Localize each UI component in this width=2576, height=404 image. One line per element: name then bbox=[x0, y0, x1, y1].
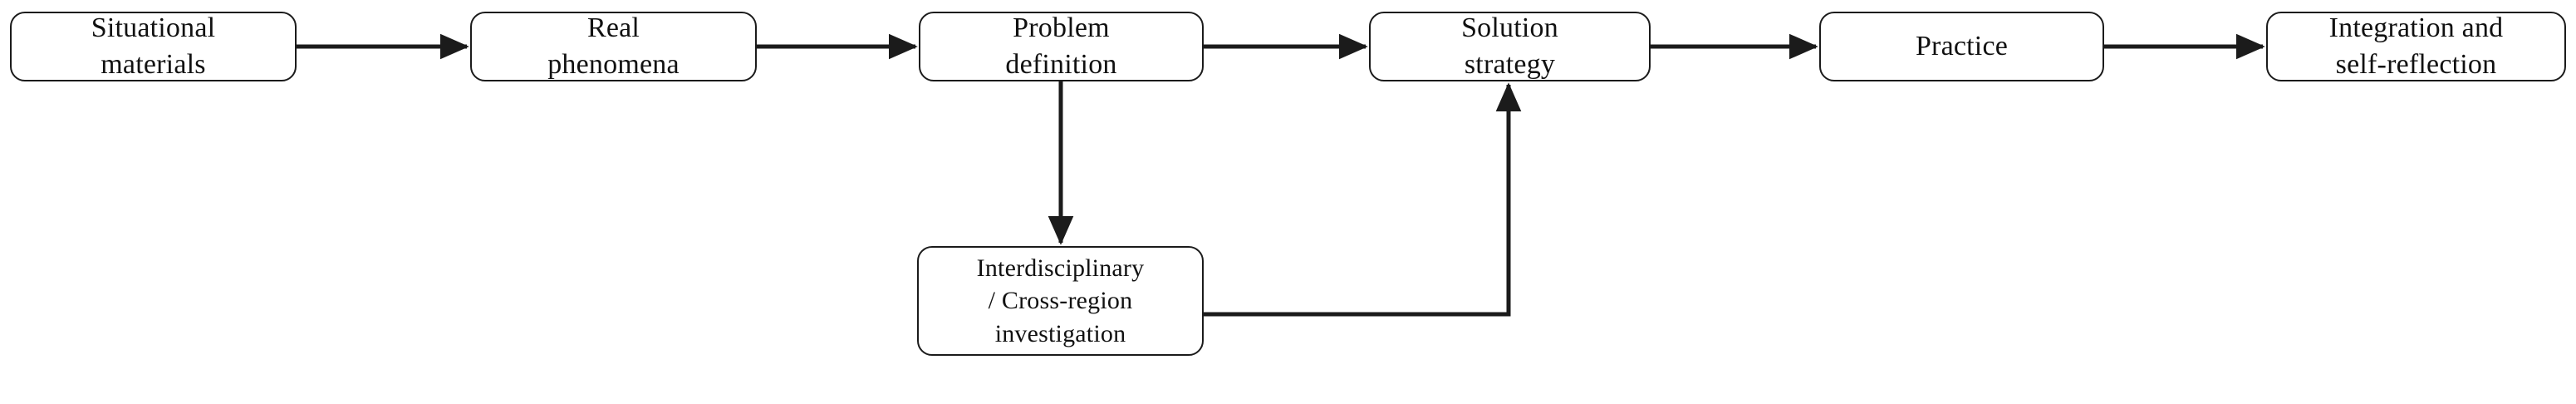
node-label-practice: Practice bbox=[1915, 30, 2009, 62]
node-label-integration-self-reflection: Integration and self-reflection bbox=[2328, 12, 2504, 80]
node-label-problem-definition: Problem definition bbox=[1005, 12, 1117, 80]
node-label-real-phenomena: Real phenomena bbox=[547, 12, 680, 80]
node-practice[interactable]: Practice bbox=[1819, 12, 2104, 81]
node-label-solution-strategy: Solution strategy bbox=[1461, 12, 1558, 80]
node-solution-strategy[interactable]: Solution strategy bbox=[1369, 12, 1651, 81]
connector-interdisciplinary-to-solution bbox=[1204, 82, 1522, 317]
node-integration-self-reflection[interactable]: Integration and self-reflection bbox=[2266, 12, 2566, 81]
node-real-phenomena[interactable]: Real phenomena bbox=[470, 12, 757, 81]
node-situational-materials[interactable]: Situational materials bbox=[10, 12, 297, 81]
node-label-interdisciplinary-investigation: Interdisciplinary / Cross-region investi… bbox=[976, 254, 1145, 347]
node-label-situational-materials: Situational materials bbox=[91, 12, 216, 80]
node-interdisciplinary-investigation[interactable]: Interdisciplinary / Cross-region investi… bbox=[917, 246, 1204, 356]
node-problem-definition[interactable]: Problem definition bbox=[919, 12, 1204, 81]
